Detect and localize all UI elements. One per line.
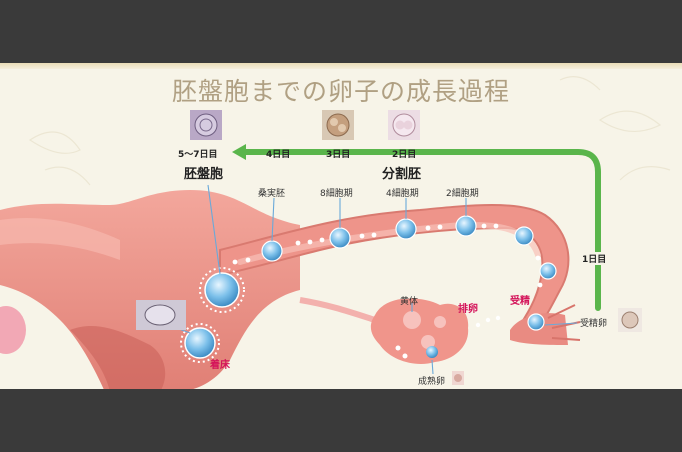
panel-border xyxy=(0,63,682,69)
letterbox-top xyxy=(0,0,682,63)
label-mature-egg: 成熟卵 xyxy=(418,377,446,387)
letterbox-bottom xyxy=(0,389,682,452)
label-4-cell: 4細胞期 xyxy=(386,189,419,199)
embryo-cells xyxy=(180,215,557,363)
label-day2: 2日目 xyxy=(392,150,417,160)
label-8-cell: 8細胞期 xyxy=(320,189,353,199)
label-2-cell: 2細胞期 xyxy=(446,189,479,199)
label-day5-7: 5～7日目 xyxy=(178,150,218,160)
fertilized-egg-photo xyxy=(618,308,642,332)
mature-egg-cell xyxy=(426,346,438,358)
label-fertilized-egg: 受精卵 xyxy=(580,319,608,329)
mature-egg-photo xyxy=(452,371,464,385)
left-ovary xyxy=(0,306,26,354)
embryo-photo-day2 xyxy=(388,110,420,140)
progression-arrow xyxy=(241,149,601,311)
label-cleavage-embryo: 分割胚 xyxy=(382,167,422,182)
leaf-decoration xyxy=(28,76,671,186)
label-fertilization: 受精 xyxy=(510,296,530,307)
uterus-shape xyxy=(0,190,300,392)
label-corpus-luteum: 黄体 xyxy=(400,297,419,307)
label-day3: 3日目 xyxy=(326,150,351,160)
label-implantation: 着床 xyxy=(210,360,230,371)
embryo-photo-implant xyxy=(136,300,186,330)
label-ovulation: 排卵 xyxy=(458,304,478,315)
label-blastocyst: 胚盤胞 xyxy=(184,167,224,182)
arrow-head xyxy=(232,144,246,160)
right-ovary xyxy=(370,298,469,365)
label-day1: 1日目 xyxy=(582,252,607,265)
embryo-photo-day5 xyxy=(190,110,222,140)
embryo-photo-day3 xyxy=(322,110,354,140)
travel-dots xyxy=(232,223,543,288)
label-morula: 桑実胚 xyxy=(258,189,286,199)
label-day4: 4日目 xyxy=(266,150,291,160)
diagram-title: 胚盤胞までの卵子の成長過程 xyxy=(171,77,510,106)
